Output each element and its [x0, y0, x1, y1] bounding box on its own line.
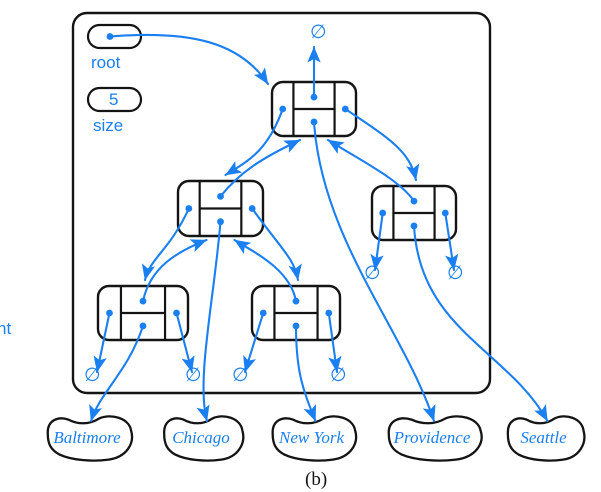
port-parent-n-lr	[292, 297, 300, 305]
port-right-n-left	[248, 205, 256, 212]
field-value-size: 5	[109, 90, 119, 109]
figure-caption: (b)	[305, 469, 328, 490]
field-label-root: root	[91, 53, 121, 72]
port-parent-n-right	[410, 197, 418, 205]
port-left-n-ll	[106, 309, 113, 317]
cut-off-margin-text: nt	[0, 319, 12, 338]
field-label-size: size	[93, 116, 124, 135]
root-pointer-dot	[106, 33, 114, 40]
null-icon-lr-left: ∅	[232, 365, 249, 386]
city-blob-baltimore	[46, 415, 134, 462]
edge-root-left	[224, 107, 284, 177]
edge-ll-right-null	[175, 311, 195, 374]
edge-lr-parent	[233, 238, 298, 303]
edge-right-right-null	[444, 211, 459, 272]
city-label-providence: Providence	[393, 428, 471, 447]
city-label-baltimore: Baltimore	[53, 428, 121, 447]
port-element-n-ll	[139, 322, 147, 330]
tree-node-n-right	[370, 184, 458, 242]
null-icon-right-left: ∅	[364, 263, 381, 284]
port-left-n-lr	[259, 309, 267, 317]
edge-element-baltimore	[89, 324, 145, 423]
tree-node-n-lr	[250, 284, 342, 342]
edge-ll-left-null	[93, 311, 111, 374]
port-element-n-root	[310, 118, 318, 126]
edge-right-left-null	[370, 211, 384, 272]
edge-lr-left-null	[243, 311, 265, 374]
port-element-n-left	[217, 218, 224, 226]
port-element-n-lr	[292, 322, 300, 330]
edge-element-seattle	[412, 224, 549, 423]
port-parent-n-ll	[139, 297, 147, 305]
tree-node-n-ll	[96, 284, 190, 342]
tree-node-n-left	[176, 179, 265, 238]
edge-root-to-node	[108, 33, 270, 86]
field-pill-size	[86, 86, 143, 113]
port-parent-n-left	[217, 193, 224, 200]
city-label-chicago: Chicago	[172, 428, 230, 447]
edge-element-chicago	[196, 220, 222, 423]
port-right-n-ll	[173, 309, 180, 317]
tree-object-box	[71, 11, 492, 395]
port-left-n-root	[279, 105, 287, 113]
edge-element-providence	[312, 120, 436, 423]
edge-root-right	[344, 107, 420, 182]
null-icon-ll-right: ∅	[185, 365, 202, 386]
city-label-new-york: New York	[278, 428, 345, 447]
edge-element-new-york	[294, 324, 317, 423]
port-right-n-right	[441, 209, 449, 217]
city-blob-new-york	[271, 415, 358, 462]
port-parent-n-root	[310, 93, 318, 101]
port-left-n-right	[379, 209, 387, 217]
edge-lr-right-null	[327, 311, 342, 374]
null-icon-root-parent: ∅	[310, 22, 327, 43]
edge-right-parent	[326, 138, 416, 203]
edge-left-right	[251, 207, 302, 282]
edge-ll-parent	[141, 238, 208, 303]
edge-left-parent	[219, 138, 302, 198]
port-right-n-lr	[325, 309, 333, 317]
city-blob-seattle	[506, 415, 586, 462]
edge-left-left	[141, 207, 190, 282]
null-icon-lr-right: ∅	[330, 365, 347, 386]
city-blob-chicago	[163, 415, 245, 462]
null-icon-ll-left: ∅	[84, 365, 101, 386]
null-icon-right-right: ∅	[447, 263, 464, 284]
port-left-n-left	[185, 205, 193, 212]
port-element-n-right	[410, 222, 418, 230]
port-right-n-root	[341, 105, 349, 113]
city-blob-providence	[387, 415, 483, 462]
city-label-seattle: Seattle	[520, 428, 567, 447]
